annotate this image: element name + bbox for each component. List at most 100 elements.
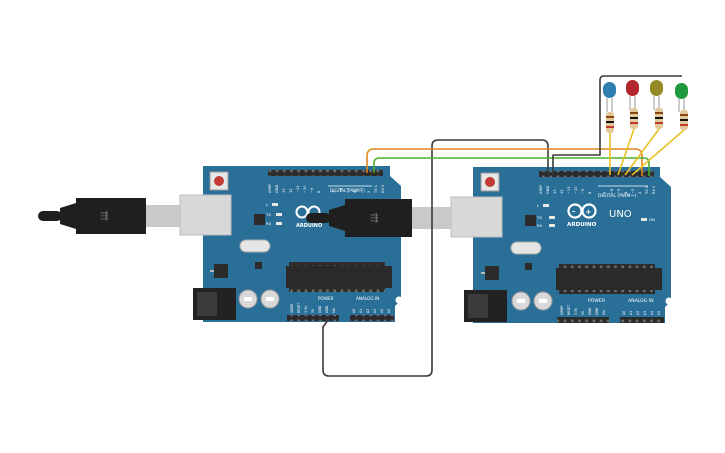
pin-label: A3 [643, 311, 647, 315]
pin-label: ~11 [567, 186, 571, 194]
led-olive[interactable] [650, 80, 663, 129]
power-header[interactable] [557, 317, 609, 323]
crystal [239, 239, 271, 253]
led-blue-body [603, 82, 616, 98]
led-red[interactable] [626, 80, 639, 129]
arduino-board-right[interactable]: AREF GND 13 12 ~11 ~10 ~9 8 7 ~6 ~5 4 ~3… [464, 167, 673, 323]
pin-label: 4 [353, 190, 357, 193]
pin-label: 4 [624, 191, 628, 194]
pin-label: 7 [332, 191, 336, 193]
analog-header[interactable] [620, 317, 664, 323]
power-pin-labels: IOREF RESET 3.3V 5V GND GND Vin A0 A1 A2… [560, 305, 661, 315]
pin-label: A4 [380, 309, 384, 313]
pin-label: Vin [602, 310, 606, 315]
pin-label: 12 [560, 189, 564, 194]
svg-text:+: + [586, 208, 592, 216]
pin-label: A3 [373, 309, 377, 313]
pin-label: A5 [387, 309, 391, 313]
l-led [272, 203, 278, 206]
pin-label: 12 [289, 188, 293, 193]
pin-label: ~10 [574, 186, 578, 194]
digital-header[interactable] [268, 170, 383, 176]
digital-pin-labels: AREF GND 13 12 ~11 ~10 ~9 8 7 ~6 ~5 4 ~3… [539, 185, 656, 195]
usb-chip [525, 215, 536, 226]
pin-label: A5 [657, 311, 661, 315]
power-header[interactable] [287, 315, 339, 321]
analog-header[interactable] [350, 315, 394, 321]
voltage-regulator [485, 266, 499, 280]
led-array[interactable] [603, 80, 688, 133]
pin-label: ~5 [617, 189, 621, 194]
digital-header[interactable] [539, 171, 654, 177]
usb-cable-right[interactable]: ⇶ [306, 196, 503, 238]
usb-cable-end [306, 213, 331, 223]
pin-label: GND [275, 185, 279, 193]
usb-chip [254, 214, 265, 225]
pin-label: TX 1 [374, 185, 378, 194]
pin-label: GND [546, 186, 550, 194]
pin-label: A4 [650, 311, 654, 315]
pin-label: RX 0 [652, 185, 656, 194]
pin-label: ~9 [581, 188, 585, 194]
arduino-logo: – + ARDUINO UNO [567, 203, 632, 228]
led-green[interactable] [675, 83, 688, 130]
brand-label: ARDUINO [296, 223, 322, 229]
wire-led-common[interactable] [599, 75, 682, 103]
rx-led [276, 222, 282, 225]
pin-label: Vin [332, 308, 336, 313]
wire-led-red[interactable] [617, 128, 635, 176]
tx-led-label: TX [265, 212, 271, 217]
arduino-board-left[interactable]: AREF GND 13 12 ~11 ~10 ~9 8 7 ~6 ~5 4 ~3… [193, 166, 403, 322]
usb-plug-body [345, 199, 412, 237]
pin-label: 3.3V [304, 305, 308, 313]
led-blue[interactable] [603, 82, 616, 133]
pin-label: RX 0 [381, 184, 385, 193]
analog-label: ANALOG IN [356, 296, 379, 301]
wires[interactable] [322, 75, 685, 377]
pin-label: 8 [588, 191, 592, 194]
digital-label: DIGITAL (PWM~) [330, 188, 365, 193]
pin-label: ~6 [339, 187, 343, 193]
led-red-body [626, 80, 639, 96]
rx-led [549, 224, 555, 227]
tx-led-label: TX [536, 215, 542, 220]
voltage-regulator [214, 264, 228, 278]
power-label: POWER [318, 296, 334, 301]
wire-gnd-to-gnd[interactable] [322, 139, 549, 377]
brand-label: ARDUINO [567, 222, 597, 228]
small-ic [525, 263, 532, 270]
pin-label: A0 [622, 311, 626, 315]
pin-label: RESET [567, 305, 571, 315]
pin-label: A2 [366, 309, 370, 313]
analog-label: ANALOG IN [628, 298, 654, 304]
pin-label: AREF [539, 185, 543, 194]
pin-label: IOREF [290, 303, 294, 313]
pin-label: 2 [638, 192, 642, 194]
usb-cable-left[interactable]: ⇶ [38, 194, 232, 236]
usb-plug-body [76, 198, 146, 234]
pin-label: ~3 [631, 189, 635, 194]
pin-label: GND [325, 305, 329, 313]
pin-label: AREF [268, 184, 272, 193]
pin-label: GND [595, 307, 599, 315]
pin-label: 13 [282, 188, 286, 193]
wire-led-gnd[interactable] [552, 103, 601, 175]
usb-port [450, 196, 503, 238]
pin-label: ~11 [296, 185, 300, 193]
pin-label: 2 [367, 191, 371, 193]
small-ic [255, 262, 262, 269]
rx-led-label: RX [266, 221, 272, 226]
pin-label: A1 [359, 309, 363, 313]
usb-plug-metal [146, 205, 180, 227]
pin-label: ~3 [360, 188, 364, 193]
wire-led-olive[interactable] [624, 128, 660, 176]
usb-port [179, 194, 232, 236]
pin-label: RESET [297, 303, 301, 313]
wire-led-green[interactable] [631, 129, 685, 176]
pin-label: IOREF [560, 305, 564, 315]
power-label: POWER [588, 298, 606, 304]
pin-label: A0 [352, 309, 356, 313]
pin-label: GND [588, 307, 592, 315]
digital-label: DIGITAL (PWM~) [598, 193, 636, 199]
